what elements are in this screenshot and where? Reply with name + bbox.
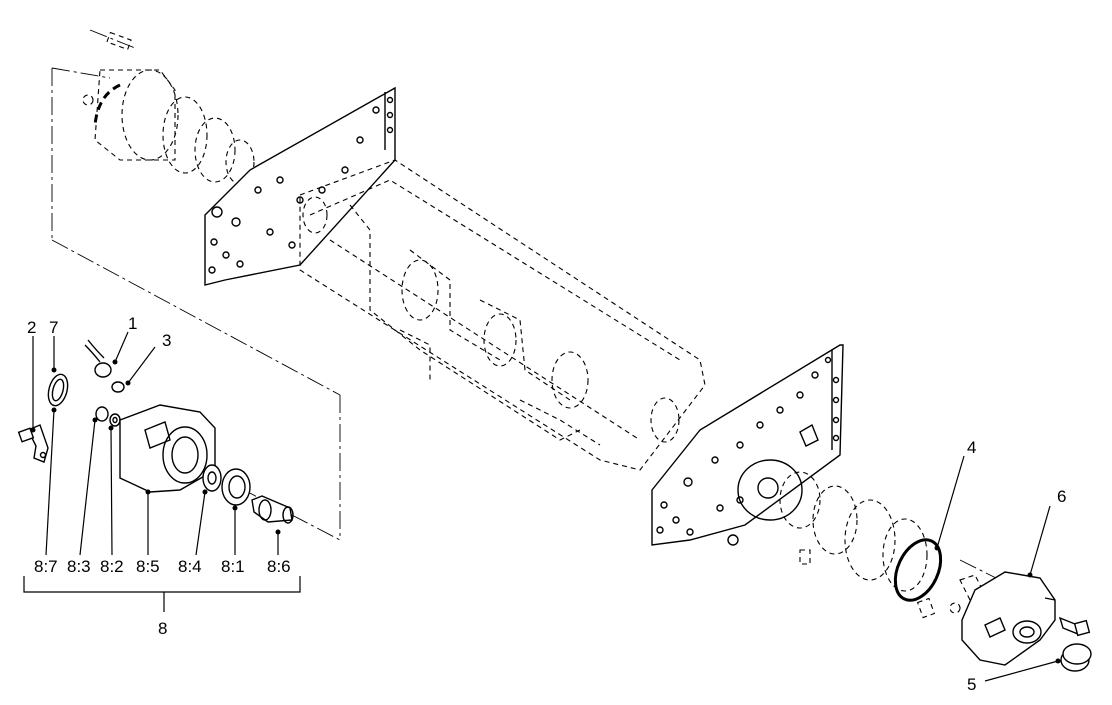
callout-3: 3 xyxy=(162,331,171,350)
snap-ring xyxy=(893,538,943,602)
right-side-plate xyxy=(651,344,844,546)
left-side-plate xyxy=(204,86,396,286)
sub-callout-8-4: 8:4 xyxy=(178,557,202,576)
callout-1: 1 xyxy=(128,314,137,333)
sub-callout-8-5: 8:5 xyxy=(136,557,160,576)
callout-5: 5 xyxy=(967,675,976,694)
sub-callout-8-2: 8:2 xyxy=(100,557,124,576)
cover-bolt xyxy=(1058,616,1091,637)
callout-7: 7 xyxy=(49,318,58,337)
sub-callout-8-3: 8:3 xyxy=(67,557,91,576)
callout-2: 2 xyxy=(27,318,36,337)
callout-4: 4 xyxy=(967,438,976,457)
phantom-center-lines xyxy=(51,67,1011,586)
sub-callout-8-1: 8:1 xyxy=(221,557,245,576)
sub-callout-8-6: 8:6 xyxy=(267,557,291,576)
phantom-frame xyxy=(299,159,706,471)
callout-labels: 1 2 3 4 5 6 7 8 8:7 8:3 8:2 8:5 8:4 8:1 … xyxy=(27,314,1066,694)
exploded-motor-group xyxy=(17,339,294,524)
callout-8: 8 xyxy=(158,619,167,638)
phantom-lower-gear-assembly xyxy=(779,471,986,619)
callout-6: 6 xyxy=(1057,487,1066,506)
leader-lines xyxy=(23,331,1061,682)
sub-callout-8-7: 8:7 xyxy=(34,557,58,576)
phantom-upper-gear-assembly xyxy=(82,29,255,185)
housing-cover xyxy=(961,571,1056,666)
end-cap xyxy=(1060,643,1092,672)
